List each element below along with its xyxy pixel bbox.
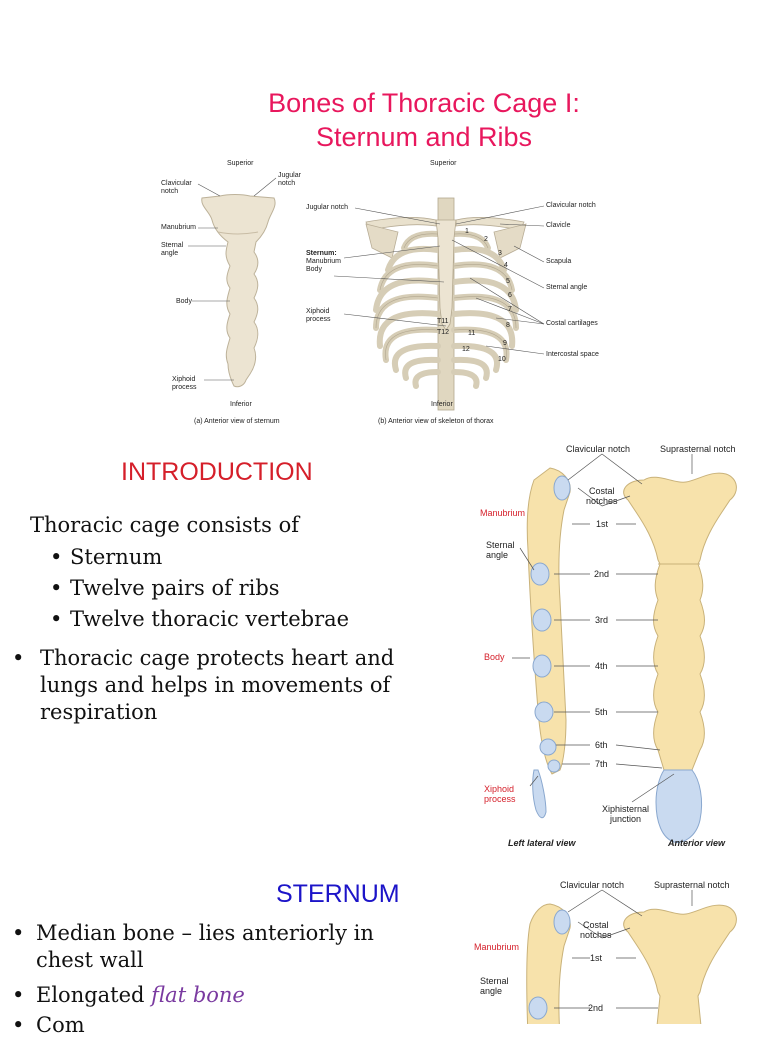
fig2-body: Body [484,652,505,662]
fig2-anterior-view: Anterior view [668,838,726,848]
figB-inferior: Inferior [431,401,453,408]
slide2-item-sternum: •Sternum [50,545,163,569]
figure-sternum-views: Clavicular notch Suprasternal notch Cost… [478,440,768,854]
fig3-manubrium: Manubrium [474,942,520,952]
figB-rib-10: 10 [498,356,506,363]
figB-caption: (b) Anterior view of skeleton of thorax [378,418,494,425]
sternum-drawing [201,194,276,388]
fig3-clavicular-notch: Clavicular notch [560,880,625,890]
figA-body: Body [176,298,192,305]
figA-manubrium: Manubrium [161,224,197,231]
figB-superior: Superior [430,160,457,167]
slide3-item-partial: •Com [12,1013,85,1037]
figB-scapula: Scapula [546,258,572,265]
figB-rib-11: 11 [468,330,476,337]
figure-sternum-views-2: Clavicular notch Suprasternal notch Cost… [474,876,768,1024]
figB-t11: T11 [437,318,449,325]
figB-rib-3: 3 [498,250,502,257]
figB-jugular-notch: Jugular notch [306,204,349,211]
figure-thorax-skeleton: Superior Jugular notch Sternum: Manubriu… [300,158,612,430]
slide2-item-vertebrae: •Twelve thoracic vertebrae [50,607,350,631]
fig2-rib-3: 3rd [595,615,609,625]
slide1-title-line2: Sternum and Ribs [315,122,533,152]
sternum-views-drawing-2 [526,889,737,1024]
figA-leader-lines [188,177,277,381]
figB-rib-7: 7 [508,306,512,313]
figB-rib-5: 5 [506,278,510,285]
fig2-rib-1: 1st [596,519,609,529]
slide2-list: •Sternum •Twelve pairs of ribs •Twelve t… [50,544,349,633]
figB-rib-2: 2 [484,236,488,243]
figB-rib-8: 8 [506,322,510,329]
figA-inferior: Inferior [230,401,252,408]
fig2-rib-7: 7th [595,759,608,769]
slide1-title: Bones of Thoracic Cage I: Sternum and Ri… [0,86,768,154]
thorax-drawing [333,197,545,411]
figB-sternal-angle: Sternal angle [546,284,588,291]
fig2-left-lateral-view: Left lateral view [508,838,576,848]
fig2-suprasternal-notch: Suprasternal notch [660,444,736,454]
fig3-rib-2: 2nd [588,1003,604,1013]
fig3-rib-1: 1st [590,953,603,963]
slide2-protects: • Thoracic cage protects heart and lungs… [12,646,395,724]
slide2-item-ribs: •Twelve pairs of ribs [50,576,280,600]
fig2-rib-6: 6th [595,740,608,750]
figB-rib-9: 9 [503,340,507,347]
fig3-suprasternal-notch: Suprasternal notch [654,880,730,890]
slide3-item-median: • Median bone – lies anteriorly in chest… [12,921,374,972]
figB-clavicle: Clavicle [546,222,571,229]
fig2-rib-2: 2nd [594,569,610,579]
flat-bone-emphasis: flat bone [151,983,245,1007]
figB-intercostal-space: Intercostal space [546,351,599,358]
figB-rib-4: 4 [504,262,508,269]
figB-t12: T12 [437,329,450,336]
fig2-rib-5: 5th [595,707,608,717]
sternum-views-drawing [512,453,737,843]
figB-rib-6: 6 [508,292,512,299]
slide1-title-line1: Bones of Thoracic Cage I: [268,88,580,118]
figB-sternum: Sternum: Manubrium Body [306,250,342,273]
figB-costal-cartilages: Costal cartilages [546,320,598,327]
figB-rib-1: 1 [465,228,469,235]
figB-clavicular-notch: Clavicular notch [546,202,596,209]
slide2-consists: Thoracic cage consists of [30,513,299,537]
fig2-rib-4: 4th [595,661,608,671]
figA-superior: Superior [227,160,254,167]
figA-caption: (a) Anterior view of sternum [194,418,280,425]
fig2-manubrium: Manubrium [480,508,526,518]
slide3-item-flat: •Elongated flat bone [12,983,245,1007]
figB-rib-12: 12 [462,346,470,353]
fig2-clavicular-notch: Clavicular notch [566,444,631,454]
slide3-heading: STERNUM [276,880,400,908]
slide2-heading: INTRODUCTION [121,458,313,486]
